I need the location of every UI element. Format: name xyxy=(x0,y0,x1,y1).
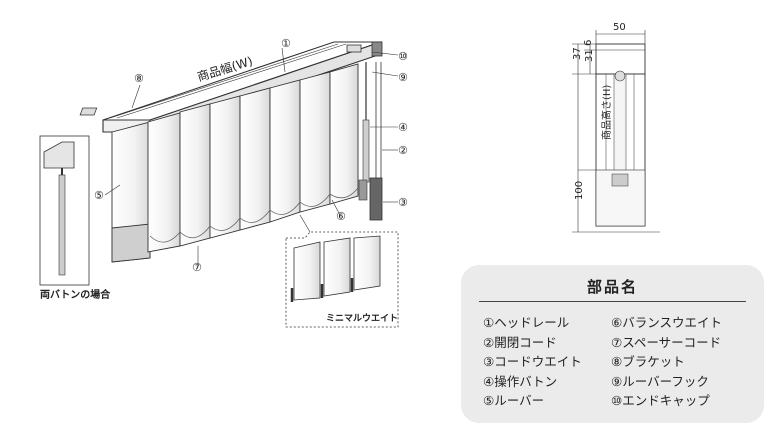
bracket-right xyxy=(346,44,362,53)
part-item: ⑩エンドキャップ xyxy=(611,393,710,408)
louvers xyxy=(111,63,359,263)
part-item: ⑤ルーバー xyxy=(483,393,545,408)
part-item: ⑦スペーサーコード xyxy=(611,334,722,350)
callout-8: ⑧ xyxy=(134,72,144,85)
callout-4: ④ xyxy=(398,121,408,134)
part-item: ①ヘッドレール xyxy=(483,315,570,330)
parts-list-left-column: ①ヘッドレール ②開閉コード ③コードウエイト ④操作バトン ⑤ルーバー xyxy=(483,313,582,411)
leader-lines xyxy=(104,47,399,265)
part-item: ⑥バランスウエイト xyxy=(611,315,722,330)
callout-9: ⑨ xyxy=(398,71,408,84)
callout-7: ⑦ xyxy=(192,261,202,274)
control-assembly xyxy=(358,62,383,221)
callout-2: ② xyxy=(398,144,408,157)
dual-baton-inset: 両バトンの場合 xyxy=(39,135,111,301)
dim-37: 37 xyxy=(572,47,583,60)
parts-list-right-column: ⑥バランスウエイト ⑦スペーサーコード ⑧ブラケット ⑨ルーバーフック ⑩エンド… xyxy=(611,313,722,411)
part-item: ③コードウエイト xyxy=(483,354,582,369)
mini-weight-caption: ミニマルウエイト xyxy=(326,313,398,324)
part-item: ④操作バトン xyxy=(483,373,558,389)
callout-3: ③ xyxy=(398,196,408,209)
height-label: 商品高さ(H) xyxy=(600,85,613,140)
dim-31: 31 xyxy=(584,49,595,62)
callout-10: ⑩ xyxy=(398,50,408,63)
part-item: ⑧ブラケット xyxy=(611,354,685,369)
dim-100: 100 xyxy=(574,181,585,200)
part-item: ⑨ルーバーフック xyxy=(611,373,709,389)
part-item: ②開閉コード xyxy=(483,334,557,350)
end-cap xyxy=(371,41,383,57)
bracket-left xyxy=(79,107,98,116)
dim-6: 6 xyxy=(583,40,594,46)
side-view xyxy=(572,30,660,233)
callout-1: ① xyxy=(281,37,291,50)
callout-5: ⑤ xyxy=(94,189,104,202)
parts-list-title: 部品名 xyxy=(586,278,638,296)
mini-weight-inset: ミニマルウエイト xyxy=(285,214,399,328)
callout-6: ⑥ xyxy=(336,210,346,223)
parts-list-divider xyxy=(479,301,746,302)
dual-baton-caption: 両バトンの場合 xyxy=(40,288,111,301)
main-blind-view: 商品幅(W) ① ⑩ ⑨ ④ ② ③ ⑧ ⑤ ⑥ ⑦ xyxy=(79,37,408,274)
dim-50: 50 xyxy=(613,22,626,33)
parts-list-panel: 部品名 ①ヘッドレール ②開閉コード ③コードウエイト ④操作バトン ⑤ルーバー… xyxy=(461,265,764,423)
